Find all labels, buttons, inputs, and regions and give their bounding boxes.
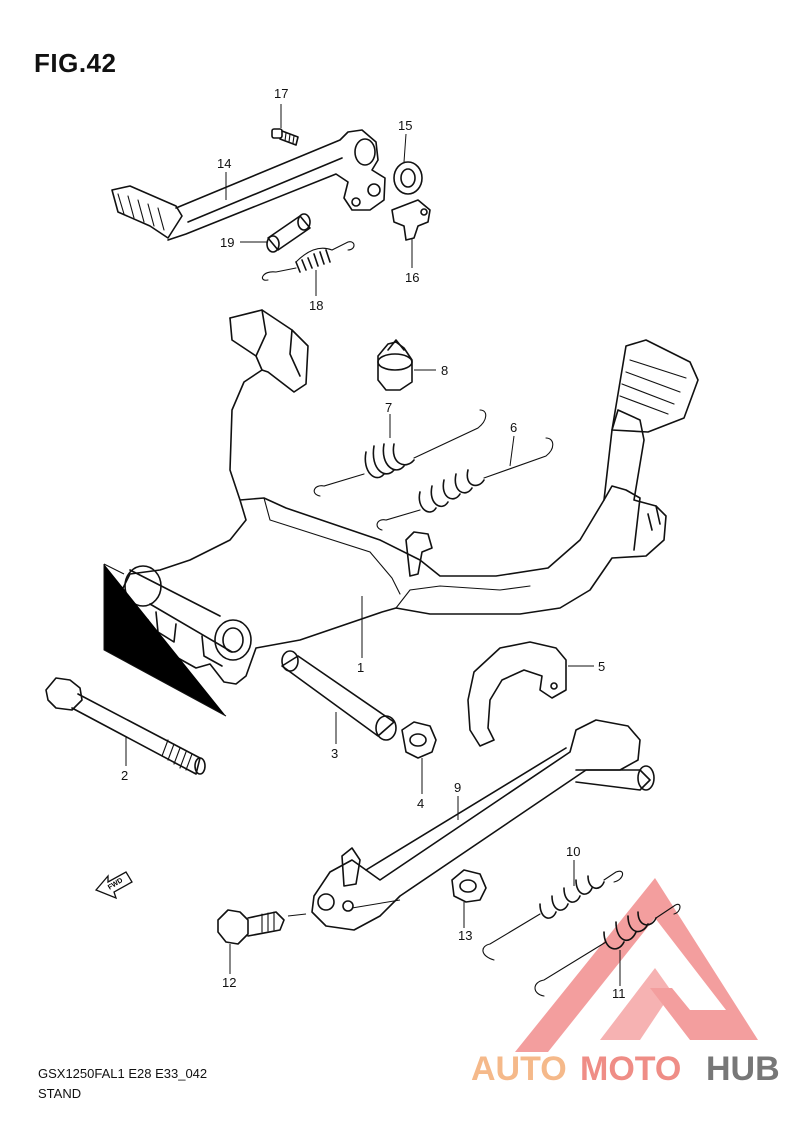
callout-4[interactable]: 4 — [417, 796, 424, 811]
callout-3[interactable]: 3 — [331, 746, 338, 761]
callout-15[interactable]: 15 — [398, 118, 412, 133]
part-13-nut[interactable] — [451, 869, 487, 903]
watermark-triangle — [515, 878, 758, 1052]
axle-bracket-line — [103, 563, 227, 717]
fwd-arrow-icon: FWD — [94, 871, 133, 900]
callout-11[interactable]: 11 — [612, 986, 626, 1001]
diagram-code: GSX1250FAL1 E28 E33_042 — [38, 1066, 208, 1081]
callout-9[interactable]: 9 — [454, 780, 461, 795]
part-19-bushing[interactable] — [266, 213, 311, 253]
part-1-center-stand[interactable] — [121, 309, 699, 685]
part-11-spring[interactable] — [534, 903, 681, 997]
callout-2[interactable]: 2 — [121, 768, 128, 783]
leader-lines — [125, 104, 621, 986]
callout-7[interactable]: 7 — [385, 400, 392, 415]
callout-12[interactable]: 12 — [222, 975, 236, 990]
part-5-bracket[interactable] — [467, 641, 567, 747]
callout-14[interactable]: 14 — [217, 156, 231, 171]
callout-16[interactable]: 16 — [405, 270, 419, 285]
part-3-pipe[interactable] — [281, 650, 397, 741]
watermark-triangle-inner — [600, 968, 672, 1040]
part-17-bolt[interactable] — [271, 128, 299, 146]
watermark-logo — [515, 878, 758, 1052]
part-14-brake-pedal[interactable] — [111, 129, 386, 241]
watermark-hub: HUB — [706, 1050, 780, 1088]
section-name: STAND — [38, 1086, 82, 1101]
part-6-spring[interactable] — [376, 437, 554, 531]
footer-caption: GSX1250FAL1 E28 E33_042 STAND — [38, 1064, 207, 1104]
callout-1[interactable]: 1 — [357, 660, 364, 675]
part-16-clip[interactable] — [391, 199, 431, 241]
callout-numbers: 17 14 15 16 19 18 8 7 6 1 5 3 2 4 9 10 1… — [121, 86, 626, 1001]
callout-17[interactable]: 17 — [274, 86, 288, 101]
part-9-side-stand[interactable] — [311, 719, 655, 931]
part-18-spring[interactable] — [261, 241, 355, 281]
callout-13[interactable]: 13 — [458, 928, 472, 943]
callout-10[interactable]: 10 — [566, 844, 580, 859]
callout-6[interactable]: 6 — [510, 420, 517, 435]
figure-title: FIG.42 — [34, 48, 117, 78]
callout-18[interactable]: 18 — [309, 298, 323, 313]
part-2-long-bolt[interactable] — [45, 677, 206, 775]
watermark-moto: MOTO — [580, 1050, 681, 1088]
watermark-auto: AUTO — [471, 1050, 567, 1088]
callout-5[interactable]: 5 — [598, 659, 605, 674]
part-4-nut[interactable] — [401, 721, 437, 759]
part-12-bolt[interactable] — [217, 909, 285, 945]
part-8-rubber-stopper[interactable] — [377, 339, 413, 391]
callout-8[interactable]: 8 — [441, 363, 448, 378]
callout-19[interactable]: 19 — [220, 235, 234, 250]
part-10-spring[interactable] — [482, 870, 624, 961]
part-15-washer[interactable] — [393, 161, 423, 195]
part-7-spring[interactable] — [313, 409, 487, 497]
watermark-text: AUTO MOTO HUB — [471, 1050, 780, 1088]
